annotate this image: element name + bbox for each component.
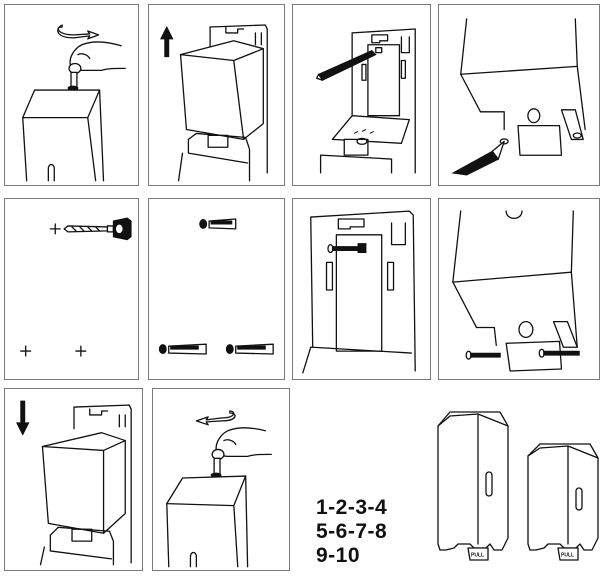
product-dispensers: PULL PULL — [430, 398, 607, 581]
step-8-illustration — [439, 199, 599, 379]
step-10-panel — [152, 388, 290, 571]
cover-icon — [181, 41, 264, 140]
sequence-line-1: 1-2-3-4 — [316, 496, 388, 519]
screw-icon — [539, 349, 579, 357]
arrow-down-icon — [17, 401, 29, 435]
base-unit-icon — [321, 116, 410, 173]
step-4-illustration — [439, 5, 599, 185]
rotate-arrow-icon — [58, 25, 99, 39]
key-icon — [68, 63, 81, 90]
step-2-illustration — [149, 5, 284, 185]
sequence-line-3: 9-10 — [316, 544, 361, 567]
step-9-illustration — [5, 389, 142, 570]
pull-label: PULL — [471, 553, 484, 559]
step-4-panel — [438, 4, 600, 186]
base-unit-icon — [40, 527, 113, 564]
dispenser-large-icon: PULL — [438, 412, 508, 560]
step-7-illustration — [293, 199, 430, 379]
hand-icon — [216, 428, 271, 457]
screw-icon — [466, 351, 500, 359]
pencil-icon — [317, 48, 382, 81]
back-plate-icon — [74, 405, 131, 563]
step-1-panel — [4, 4, 139, 186]
back-plate-icon — [352, 29, 415, 173]
cover-icon — [42, 433, 125, 534]
hand-icon — [70, 42, 125, 70]
step-5-illustration — [5, 199, 138, 379]
base-unit-icon — [179, 133, 250, 180]
back-plate-icon — [303, 211, 415, 373]
step-3-illustration — [293, 5, 430, 185]
cross-mark-icon — [21, 346, 31, 356]
step-3-panel — [292, 4, 431, 186]
step-7-panel — [292, 198, 431, 380]
pencil-icon — [453, 141, 504, 175]
step-1-illustration — [5, 5, 138, 185]
pull-label: PULL — [561, 553, 574, 559]
cross-mark-icon — [50, 224, 60, 234]
step-10-illustration — [153, 389, 289, 570]
sequence-line-2: 5-6-7-8 — [316, 520, 388, 543]
key-icon — [211, 449, 224, 477]
step-sequence: 1-2-3-4 5-6-7-8 9-10 — [316, 496, 387, 568]
dispenser-top-icon — [167, 476, 248, 567]
dispenser-bottom-icon — [461, 19, 585, 155]
screw-icon — [328, 244, 366, 253]
arrow-up-icon — [161, 27, 173, 57]
step-6-panel — [148, 198, 285, 380]
step-5-panel — [4, 198, 139, 380]
dispenser-small-icon: PULL — [528, 444, 598, 560]
step-6-illustration — [149, 199, 284, 379]
drill-bit-icon — [64, 218, 131, 240]
step-9-panel — [4, 388, 143, 571]
step-2-panel — [148, 4, 285, 186]
rotate-arrow-icon — [196, 411, 235, 425]
wall-plug-icon — [200, 219, 236, 229]
dispenser-top-icon — [23, 90, 104, 181]
wall-plug-icon — [226, 344, 273, 354]
cross-mark-icon — [76, 346, 86, 356]
step-8-panel — [438, 198, 600, 380]
wall-plug-icon — [159, 344, 206, 354]
dispenser-bottom-icon — [453, 211, 577, 371]
